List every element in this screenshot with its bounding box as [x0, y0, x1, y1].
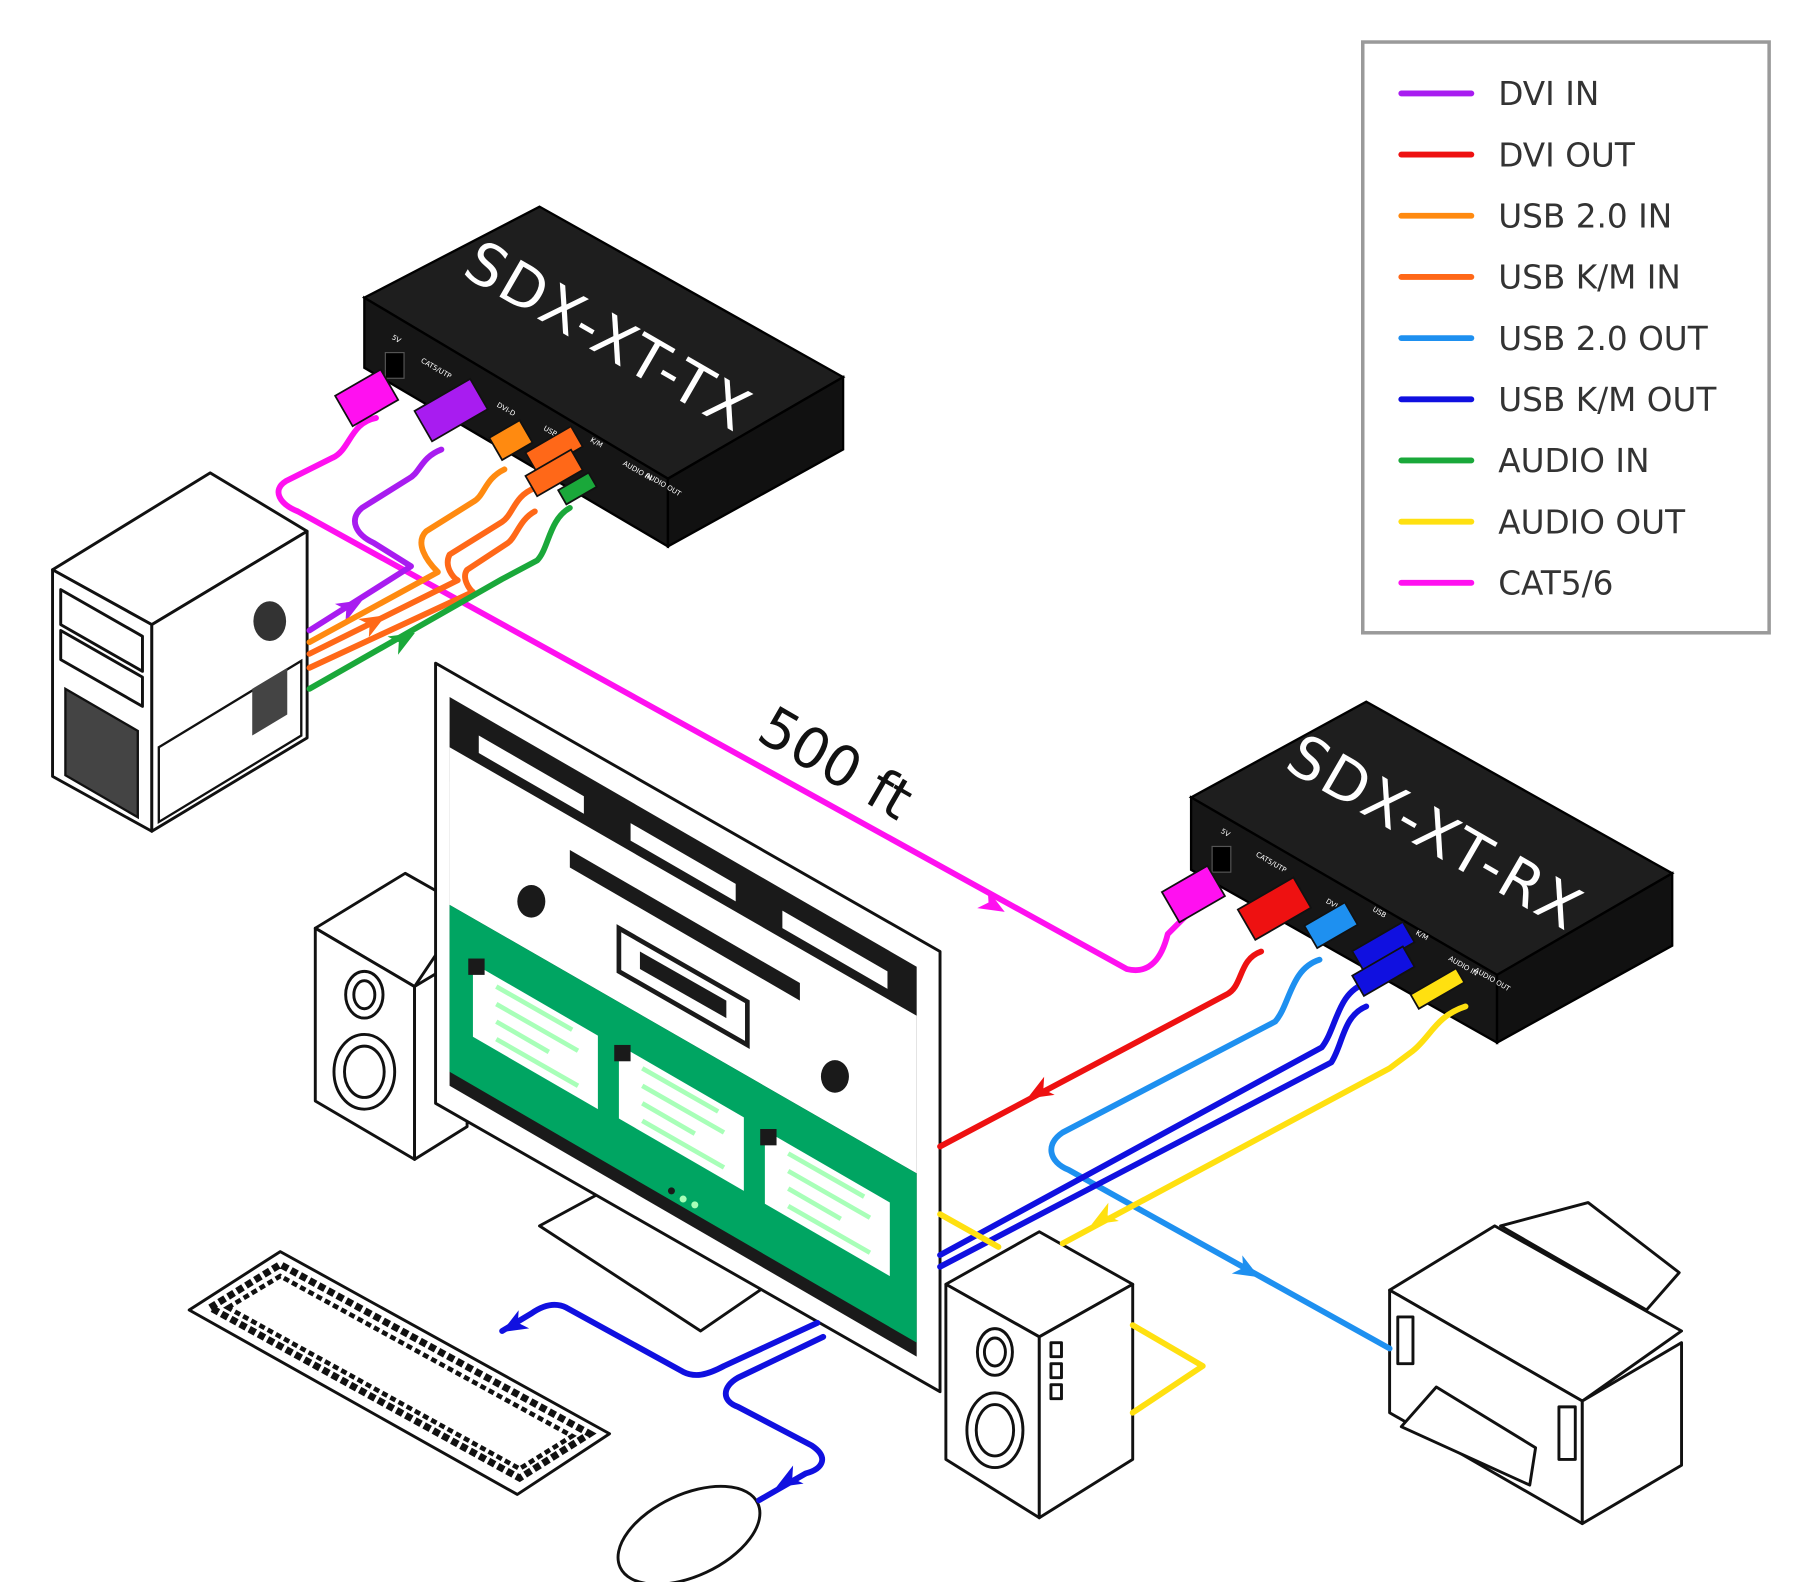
legend-label: AUDIO OUT — [1498, 503, 1686, 541]
legend-item: CAT5/6 — [1398, 565, 1613, 603]
usb-km-in-cable-2 — [306, 508, 538, 671]
legend-item: USB K/M OUT — [1398, 381, 1717, 419]
usb-km-out-cable-2 — [722, 1003, 1370, 1504]
usb20-in-cable-line — [306, 466, 508, 646]
legend-item: AUDIO OUT — [1398, 503, 1686, 541]
usb-km-in-cable-2-line — [306, 508, 538, 671]
power-jack — [1211, 845, 1232, 873]
cat-cable-line — [275, 415, 1189, 974]
legend-item: DVI IN — [1398, 75, 1599, 113]
arrow-icon — [334, 600, 363, 623]
printer — [1388, 1201, 1684, 1526]
arrow-icon — [1091, 1202, 1119, 1225]
usb-km-out-cable-1-line — [499, 980, 1370, 1378]
usb20-in-cable — [306, 466, 508, 646]
usb-km-out-cable-2-line — [722, 1003, 1370, 1504]
dvi-out-cable-line — [937, 948, 1265, 1150]
keyboard — [187, 1250, 612, 1496]
legend-label: USB K/M IN — [1498, 259, 1681, 297]
usb-km-connector-tx-2 — [524, 448, 584, 498]
usb-connector-rx — [1303, 901, 1359, 950]
legend-label: DVI IN — [1498, 75, 1599, 113]
dvi-in-cable — [306, 446, 445, 634]
dvi-in-cable-line — [306, 446, 445, 634]
rj45-connector-tx — [333, 368, 400, 428]
computer-tower — [51, 471, 309, 833]
legend-label: CAT5/6 — [1498, 565, 1613, 603]
port-label-power: 5V — [390, 333, 402, 345]
cables — [275, 368, 1469, 1504]
usb20-out-cable-line — [1048, 956, 1393, 1352]
legend-item: DVI OUT — [1398, 136, 1636, 174]
arrow-icon — [387, 632, 416, 655]
legend-label: DVI OUT — [1498, 136, 1636, 174]
audio-in-cable-line — [306, 504, 573, 692]
power-jack — [384, 352, 405, 379]
legend-item: USB K/M IN — [1398, 259, 1681, 297]
legend: DVI IN DVI OUT USB 2.0 IN USB K/M IN USB 2.0… — [1361, 40, 1771, 635]
legend-item: USB 2.0 IN — [1398, 197, 1672, 235]
usb-connector-tx — [488, 419, 534, 462]
audio-out-cable — [937, 1003, 1469, 1416]
arrow-icon — [1027, 1076, 1055, 1099]
legend-label: AUDIO IN — [1498, 442, 1649, 480]
rj45-connector-rx — [1160, 864, 1227, 924]
legend-label: USB K/M OUT — [1498, 381, 1717, 419]
port-label-power: 5V — [1219, 827, 1231, 839]
audio-jack-rx — [1409, 967, 1466, 1010]
right-speaker — [944, 1230, 1135, 1520]
monitor — [434, 661, 942, 1394]
distance-label: 500 ft — [748, 694, 924, 833]
audio-out-cable-line — [937, 1003, 1469, 1416]
arrow-icon — [501, 1310, 530, 1333]
legend-label: USB 2.0 OUT — [1498, 320, 1709, 358]
usb-km-in-cable-1 — [306, 485, 538, 657]
usb-km-connector-rx-2 — [1351, 945, 1416, 998]
legend-label: USB 2.0 IN — [1498, 197, 1672, 235]
legend-item: USB 2.0 OUT — [1398, 320, 1709, 358]
audio-jack-tx — [556, 471, 598, 506]
arrow-icon — [358, 615, 386, 638]
usb-km-in-cable-1-line — [306, 485, 538, 657]
usb-km-out-cable-1 — [499, 980, 1370, 1378]
arrow-icon — [1231, 1255, 1260, 1278]
arrow-icon — [977, 889, 1005, 912]
cat-cable — [275, 415, 1189, 974]
dvi-connector-rx — [1236, 876, 1313, 942]
dvi-connector-tx — [413, 377, 489, 443]
legend-item: AUDIO IN — [1398, 442, 1650, 480]
mouse — [616, 1484, 762, 1582]
dvi-out-cable — [937, 948, 1265, 1150]
usb20-out-cable — [1048, 956, 1393, 1352]
audio-in-cable — [306, 504, 573, 692]
arrow-icon — [776, 1465, 804, 1488]
